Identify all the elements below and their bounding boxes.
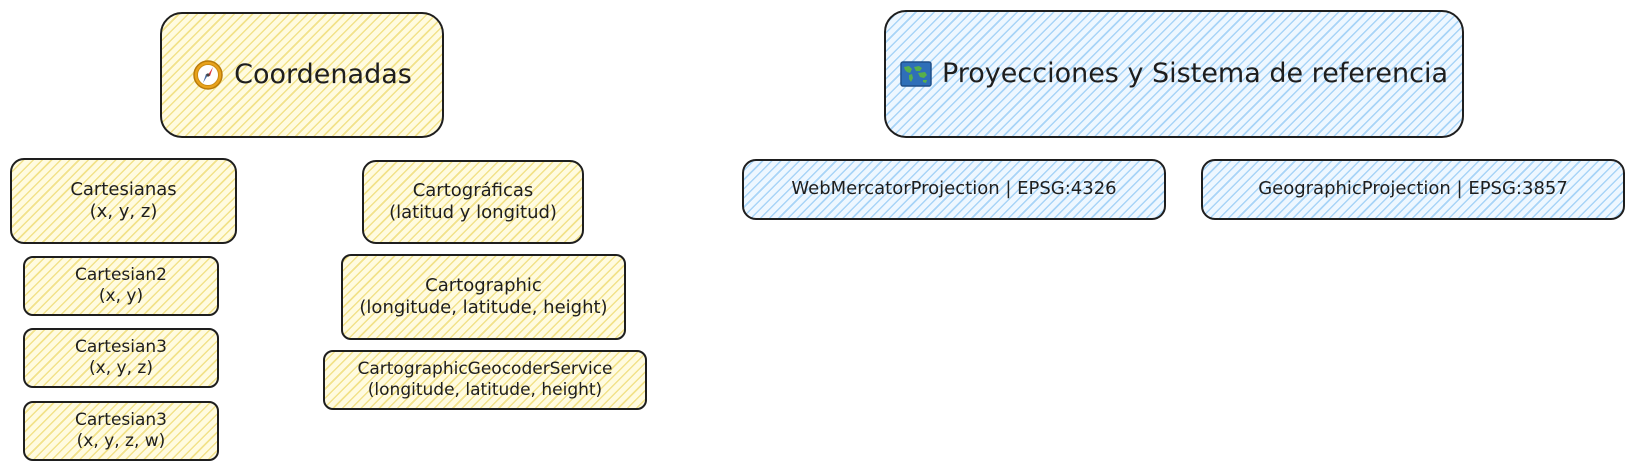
geographic-projection-label: GeographicProjection | EPSG:3857 [1258,178,1568,200]
cartesian2-node[interactable]: Cartesian2 (x, y) [23,256,219,316]
coordenadas-title: Coordenadas [234,59,412,91]
cartesianas-label: Cartesianas [70,178,177,200]
cartesian3-w-params: (x, y, z, w) [76,431,166,451]
cartographic-geocoder-params: (longitude, latitude, height) [367,380,603,400]
cartesianas-params: (x, y, z) [89,201,158,222]
cartographic-node[interactable]: Cartographic (longitude, latitude, heigh… [341,254,626,340]
cartograficas-params: (latitud y longitud) [389,202,557,223]
cartesian3-w-label: Cartesian3 [75,409,167,430]
cartesianas-node[interactable]: Cartesianas (x, y, z) [10,158,237,244]
coordenadas-node[interactable]: Coordenadas [160,12,444,138]
coordenadas-title-row: Coordenadas [192,58,412,92]
cartesian3-label: Cartesian3 [75,336,167,357]
world-map-icon [900,61,932,87]
cartograficas-node[interactable]: Cartográficas (latitud y longitud) [362,160,584,244]
proyecciones-title: Proyecciones y Sistema de referencia [941,58,1449,90]
cartograficas-label: Cartográficas [412,179,534,201]
web-mercator-label: WebMercatorProjection | EPSG:4326 [791,178,1117,200]
cartesian3-node[interactable]: Cartesian3 (x, y, z) [23,328,219,388]
cartographic-label: Cartographic [425,274,542,296]
cartographic-params: (longitude, latitude, height) [359,297,608,318]
compass-icon [192,59,224,91]
cartographic-geocoder-label: CartographicGeocoderService [357,358,613,379]
cartesian2-params: (x, y) [98,286,144,306]
cartesian3-w-node[interactable]: Cartesian3 (x, y, z, w) [23,401,219,461]
web-mercator-node[interactable]: WebMercatorProjection | EPSG:4326 [742,159,1166,220]
geographic-projection-node[interactable]: GeographicProjection | EPSG:3857 [1201,159,1625,220]
cartesian3-params: (x, y, z) [89,358,153,378]
proyecciones-node[interactable]: Proyecciones y Sistema de referencia [884,10,1464,138]
cartesian2-label: Cartesian2 [75,264,167,285]
cartographic-geocoder-node[interactable]: CartographicGeocoderService (longitude, … [323,350,647,410]
proyecciones-title-row: Proyecciones y Sistema de referencia [900,57,1448,91]
